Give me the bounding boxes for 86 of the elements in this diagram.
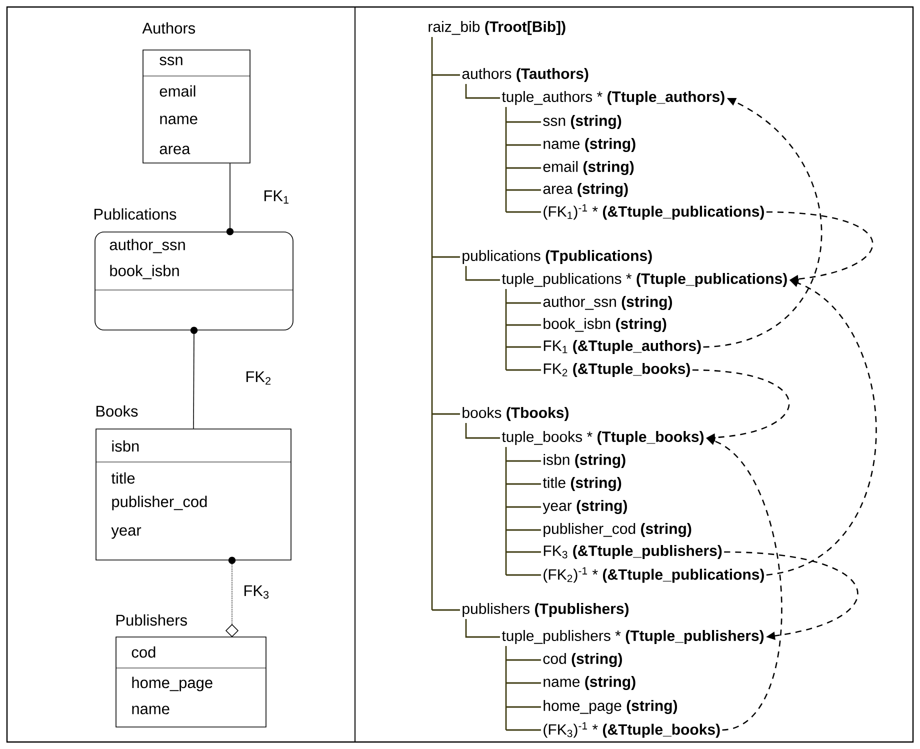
tree-entry: home_page (string) bbox=[544, 700, 678, 714]
tree-branch bbox=[506, 729, 541, 731]
entity-name: Publishers bbox=[116, 614, 187, 626]
tree-entry: books (Tbooks) bbox=[462, 407, 568, 421]
tree-entry: tuple_publications * (Ttuple_publications) bbox=[502, 273, 787, 287]
reference-arrow bbox=[724, 551, 858, 640]
entity-name: Publications bbox=[94, 208, 176, 220]
tree-branch bbox=[506, 460, 541, 462]
edge-label: FK$_{1}$ bbox=[262, 189, 291, 205]
edge-label: FK$_{3}$ bbox=[242, 584, 271, 600]
tree-entry: email (string) bbox=[543, 160, 634, 176]
tree-branch bbox=[506, 211, 541, 213]
tree-branch bbox=[506, 706, 541, 708]
entity-name: Authors bbox=[142, 22, 196, 34]
tree-entry: cod (string) bbox=[543, 652, 622, 668]
tree-entry: publications (Tpublications) bbox=[462, 250, 652, 264]
reference-arrow bbox=[766, 279, 877, 576]
tree-entry: author_ssn (string) bbox=[543, 296, 672, 310]
tree-branch bbox=[506, 324, 541, 326]
entity-box: ssn email name area bbox=[142, 50, 250, 164]
tree-entry: name (string) bbox=[544, 676, 636, 690]
tree-trunk bbox=[431, 37, 433, 610]
node-label: email bbox=[160, 85, 196, 97]
tree-branch bbox=[506, 369, 541, 371]
node-label: publisher_cod bbox=[112, 496, 207, 510]
tree-branch bbox=[432, 609, 460, 611]
tree-entry: publishers (Tpublishers) bbox=[462, 603, 628, 617]
tree-entry: isbn (string) bbox=[544, 454, 626, 468]
tree-entry: (FK$_{3}$)$^{-1}$ * (&Ttuple_books) bbox=[544, 722, 720, 738]
tree-entry: FK$_{2}$ (&Ttuple_books) bbox=[544, 363, 690, 377]
tree-branch bbox=[506, 574, 541, 576]
tree-entry: tuple_publishers * (Ttuple_publishers) bbox=[502, 630, 764, 644]
tree-branch bbox=[432, 256, 460, 258]
tree-entry: ssn (string) bbox=[543, 114, 622, 130]
tree-entry: name (string) bbox=[544, 138, 636, 152]
tree-branch bbox=[506, 144, 541, 146]
tree-branch bbox=[506, 167, 541, 169]
relationship-line bbox=[190, 326, 198, 429]
reference-arrow bbox=[766, 211, 873, 284]
tree-branch bbox=[506, 483, 541, 485]
tree-branch bbox=[465, 266, 500, 281]
tree-branch bbox=[465, 423, 500, 439]
node-label: isbn bbox=[112, 440, 139, 452]
tree-entry: year (string) bbox=[542, 500, 627, 514]
tree-entry: book_isbn (string) bbox=[544, 318, 666, 332]
node-label: area bbox=[160, 146, 190, 154]
entity-box: cod home_page name bbox=[116, 636, 266, 728]
tree-branch bbox=[465, 619, 500, 638]
tree-branch bbox=[506, 682, 541, 684]
tree-trunk bbox=[505, 447, 507, 575]
tree-entry: (FK$_{1}$)$^{-1}$ * (&Ttuple_publications) bbox=[544, 204, 764, 220]
tree-branch bbox=[506, 506, 541, 508]
tree-branch bbox=[506, 551, 541, 553]
relationship-line bbox=[226, 163, 234, 236]
tree-branch bbox=[506, 121, 541, 123]
node-label: name bbox=[160, 116, 198, 124]
tree-entry: publisher_cod (string) bbox=[544, 522, 692, 538]
reference-arrow bbox=[703, 98, 822, 348]
entity-box: isbn title publisher_cod year bbox=[96, 428, 292, 560]
tree-entry: FK$_{3}$ (&Ttuple_publishers) bbox=[544, 545, 722, 559]
tree-entry: authors (Tauthors) bbox=[462, 68, 588, 82]
tree-branch bbox=[432, 413, 460, 415]
node-label: title bbox=[111, 472, 135, 484]
tree-trunk bbox=[505, 107, 507, 212]
tree-entry: title (string) bbox=[542, 476, 622, 492]
tree-branch bbox=[432, 74, 460, 76]
tree-branch bbox=[506, 189, 541, 191]
node-label: ssn bbox=[160, 56, 182, 66]
tree-entry: tuple_authors * (Ttuple_authors) bbox=[502, 91, 724, 105]
tree-entry: (FK$_{2}$)$^{-1}$ * (&Ttuple_publications) bbox=[544, 567, 764, 583]
tree-branch bbox=[506, 529, 541, 531]
tree-branch bbox=[506, 302, 541, 304]
node-label: year bbox=[111, 527, 142, 539]
entity-box: author_ssn book_isbn bbox=[94, 232, 294, 330]
edge-label: FK$_{2}$ bbox=[244, 370, 273, 386]
entity-name: Books bbox=[96, 405, 138, 417]
tree-entry: tuple_books * (Ttuple_books) bbox=[502, 431, 704, 445]
tree-branch bbox=[506, 659, 541, 661]
tree-trunk bbox=[505, 646, 507, 730]
tree-entry: FK$_{1}$ (&Ttuple_authors) bbox=[544, 340, 701, 354]
tree-entry: raiz_bib (Troot[Bib]) bbox=[428, 21, 566, 35]
tree-branch bbox=[506, 346, 541, 348]
tree-branch bbox=[465, 84, 500, 99]
tree-trunk bbox=[505, 289, 507, 370]
tree-entry: area (string) bbox=[543, 182, 628, 198]
reference-arrow bbox=[692, 369, 790, 442]
